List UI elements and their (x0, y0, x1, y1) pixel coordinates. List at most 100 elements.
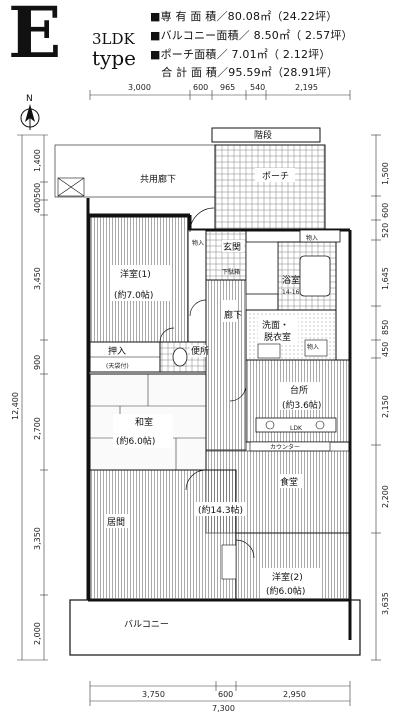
japanese-room-label-bg (113, 414, 173, 448)
japanese-room-size: (約6.0帖) (116, 435, 155, 447)
porch-label-bg (255, 168, 295, 182)
dim-top-1: 600 (193, 83, 208, 92)
right-dimension-line (371, 134, 381, 661)
living-label: 居間 (107, 517, 125, 528)
closet-label: 押入 (108, 345, 126, 357)
dim-right-5: 450 (381, 342, 390, 357)
area-porch: ■ポーチ面積／ 7.01㎡（ 2.12坪） (150, 48, 331, 61)
dim-left-3: 3,450 (33, 267, 42, 290)
sink-kitchen-icon (315, 420, 325, 430)
dim-right-4: 850 (381, 320, 390, 335)
western-room-2-size: (約6.0帖) (266, 585, 305, 597)
area-balcony: ■バルコニー面積／ 8.50㎡（ 2.57坪） (150, 29, 353, 42)
entrance-area (205, 229, 247, 281)
washroom-label-2: 脱衣室 (264, 331, 291, 343)
dim-bottom-0: 3,750 (142, 690, 165, 699)
meter-box (57, 177, 85, 197)
top-dimension-line (89, 90, 351, 100)
dim-left-5: 2,700 (33, 417, 42, 440)
corridor-label: 廊下 (224, 309, 242, 321)
stairs-label: 階段 (254, 129, 272, 141)
sink-icon (257, 343, 281, 359)
dim-left-4: 900 (33, 355, 42, 370)
balcony-area (69, 599, 361, 656)
entrance-label: 玄関 (223, 241, 241, 253)
compass-icon (20, 104, 40, 130)
living-size-bg (196, 502, 246, 516)
porch-area (214, 144, 326, 231)
dim-right-3: 1,645 (381, 267, 390, 290)
dim-right-0: 1,500 (381, 162, 390, 185)
balcony-label: バルコニー (124, 619, 169, 630)
storage-3-bg (306, 342, 326, 350)
door-swings (159, 207, 255, 559)
counter-label: カウンター (270, 443, 300, 451)
stove-icon (265, 420, 275, 430)
storage-top (299, 229, 341, 243)
dim-bottom-total: 7,300 (212, 704, 235, 713)
type-letter: E (8, 0, 62, 74)
toilet-label-bg (190, 345, 206, 357)
dim-left-2: 400 (33, 198, 42, 213)
porch-label: ポーチ (262, 171, 289, 182)
living-label-bg (104, 514, 130, 528)
shoe-cabinet-label: 下駄箱 (222, 268, 240, 276)
dim-top-0: 3,000 (128, 83, 151, 92)
western-room-2-label: 洋室(2) (272, 571, 303, 583)
western-room-1-label: 洋室(1) (120, 268, 151, 280)
bathroom-label: 浴室 (282, 274, 300, 286)
bathroom-size: 14-16 (282, 289, 300, 296)
dim-right-2: 520 (381, 223, 390, 238)
dim-bottom-1: 600 (218, 690, 233, 699)
dim-bottom-2: 2,950 (283, 690, 306, 699)
washroom-label-bg (258, 317, 298, 343)
ldk-small-label: LDK (290, 425, 303, 432)
compass-label: N (26, 94, 33, 104)
closet-note: (天袋付) (106, 362, 129, 370)
toilet-icon (172, 347, 188, 367)
dim-top-3: 540 (250, 83, 265, 92)
japanese-room-label: 和室 (135, 416, 153, 428)
dim-left-7: 2,000 (33, 622, 42, 645)
dining-label: 食堂 (280, 476, 298, 488)
dim-left-1: 500 (33, 183, 42, 198)
common-corridor-label: 共用廊下 (140, 173, 176, 185)
entrance-label-bg (222, 240, 244, 252)
storage-label-3: 物入 (307, 343, 319, 351)
kitchen-size: (約3.6帖) (282, 399, 321, 411)
area-total: 合 計 面 積／95.59㎡（28.91坪） (150, 66, 339, 79)
living-room (89, 469, 237, 601)
dining-label-bg (278, 474, 302, 488)
storage-w2 (221, 544, 237, 580)
living-size: (約14.3帖) (198, 504, 243, 516)
toilet-label: 便所 (191, 345, 209, 357)
kitchen-label-bg (280, 382, 320, 410)
dim-right-8: 3,635 (381, 592, 390, 615)
corridor-label-bg (222, 300, 236, 322)
type-word: type (92, 46, 136, 70)
common-corridor-area (54, 144, 216, 198)
area-private: ■専 有 面 積／80.08㎡（24.22坪） (150, 10, 338, 23)
dim-right-7: 2,200 (381, 485, 390, 508)
dim-top-2: 965 (220, 83, 235, 92)
dim-right-1: 600 (381, 203, 390, 218)
dim-right-6: 2,150 (381, 395, 390, 418)
dim-left-6: 3,350 (33, 527, 42, 550)
stairs (211, 127, 321, 143)
dim-left-total: 12,400 (11, 392, 20, 420)
dim-left-0: 1,400 (33, 149, 42, 172)
left-dimension-line (17, 134, 48, 661)
storage-near-bath (245, 241, 279, 295)
bottom-dimension-line (89, 681, 351, 706)
western-room-1-size: (約7.0帖) (114, 289, 153, 301)
storage-label-2: 物入 (306, 234, 318, 242)
layout-label: 3LDK (92, 30, 135, 48)
kitchen-label: 台所 (290, 384, 308, 396)
washroom-label-1: 洗面・ (262, 319, 289, 331)
storage-label-1: 物入 (192, 239, 204, 247)
dim-top-4: 2,195 (295, 83, 318, 92)
kitchen-counter-unit (255, 417, 337, 433)
western-room-1-label-bg (110, 265, 170, 301)
bathtub-icon (299, 255, 331, 297)
